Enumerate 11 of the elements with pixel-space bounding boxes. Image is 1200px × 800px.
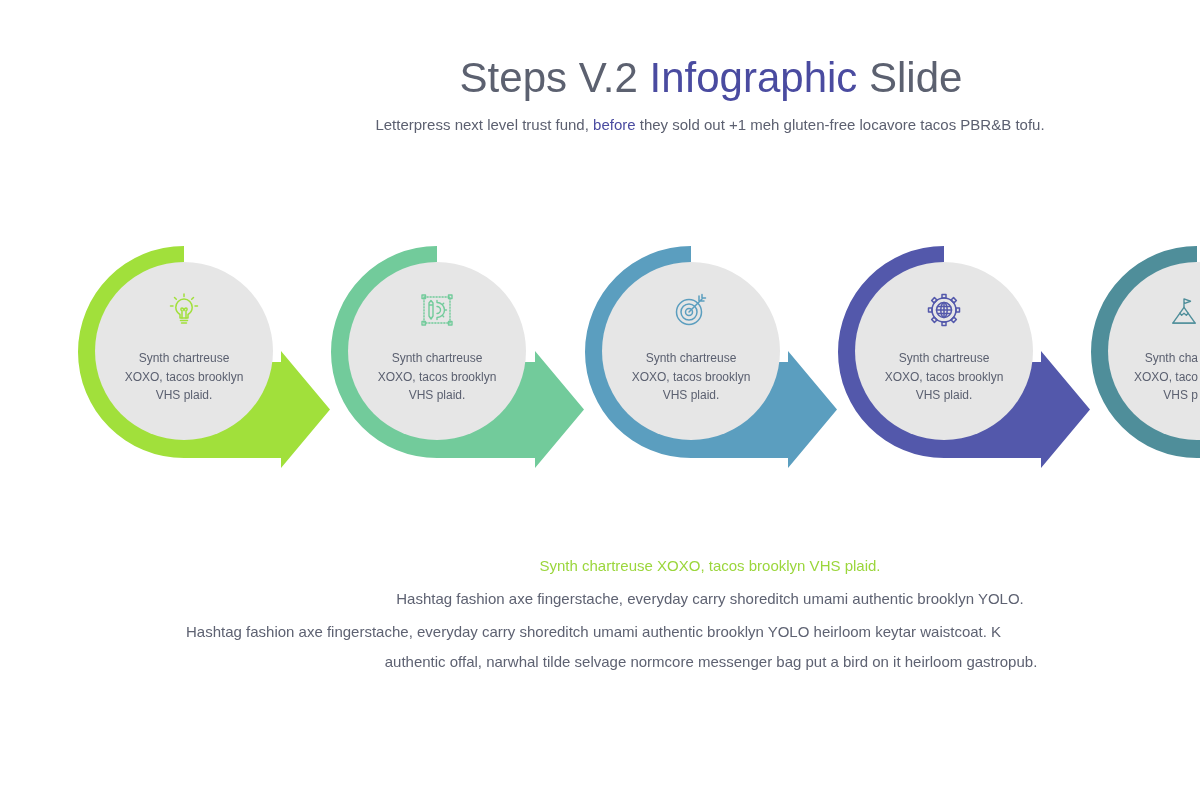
body-text: authentic offal, narwhal tilde selvage normcore messenger bag put a bird on it heirloom gastropub. [384,652,1038,672]
step-text: Synth cha XOXO, taco VHS p [1132,350,1198,404]
step-text: Synth chartreuse XOXO, tacos brooklyn VHS plaid. [376,350,498,404]
step-text: Synth chartreuse XOXO, tacos brooklyn VHS plaid. [630,350,752,404]
body-text: Hashtag fashion axe fingerstache, everyday carry shoreditch umami authentic brooklyn YOLO heirloom keytar waistcoat. K [186,622,1002,642]
step-text: Synth chartreuse XOXO, tacos brooklyn VHS plaid. [123,350,245,404]
step-text: Synth chartreuse XOXO, tacos brooklyn VHS plaid. [883,350,1005,404]
highlight-text: Synth chartreuse XOXO, tacos brooklyn VHS plaid. [539,556,881,576]
body-text: Hashtag fashion axe fingerstache, everyday carry shoreditch umami authentic brooklyn YOLO. [396,589,1024,609]
slide-title: Steps V.2 Infographic Slide [459,53,963,103]
subtitle: Letterpress next level trust fund, before they sold out +1 meh gluten-free locavore tacos PBR&B tofu. [375,115,1045,135]
